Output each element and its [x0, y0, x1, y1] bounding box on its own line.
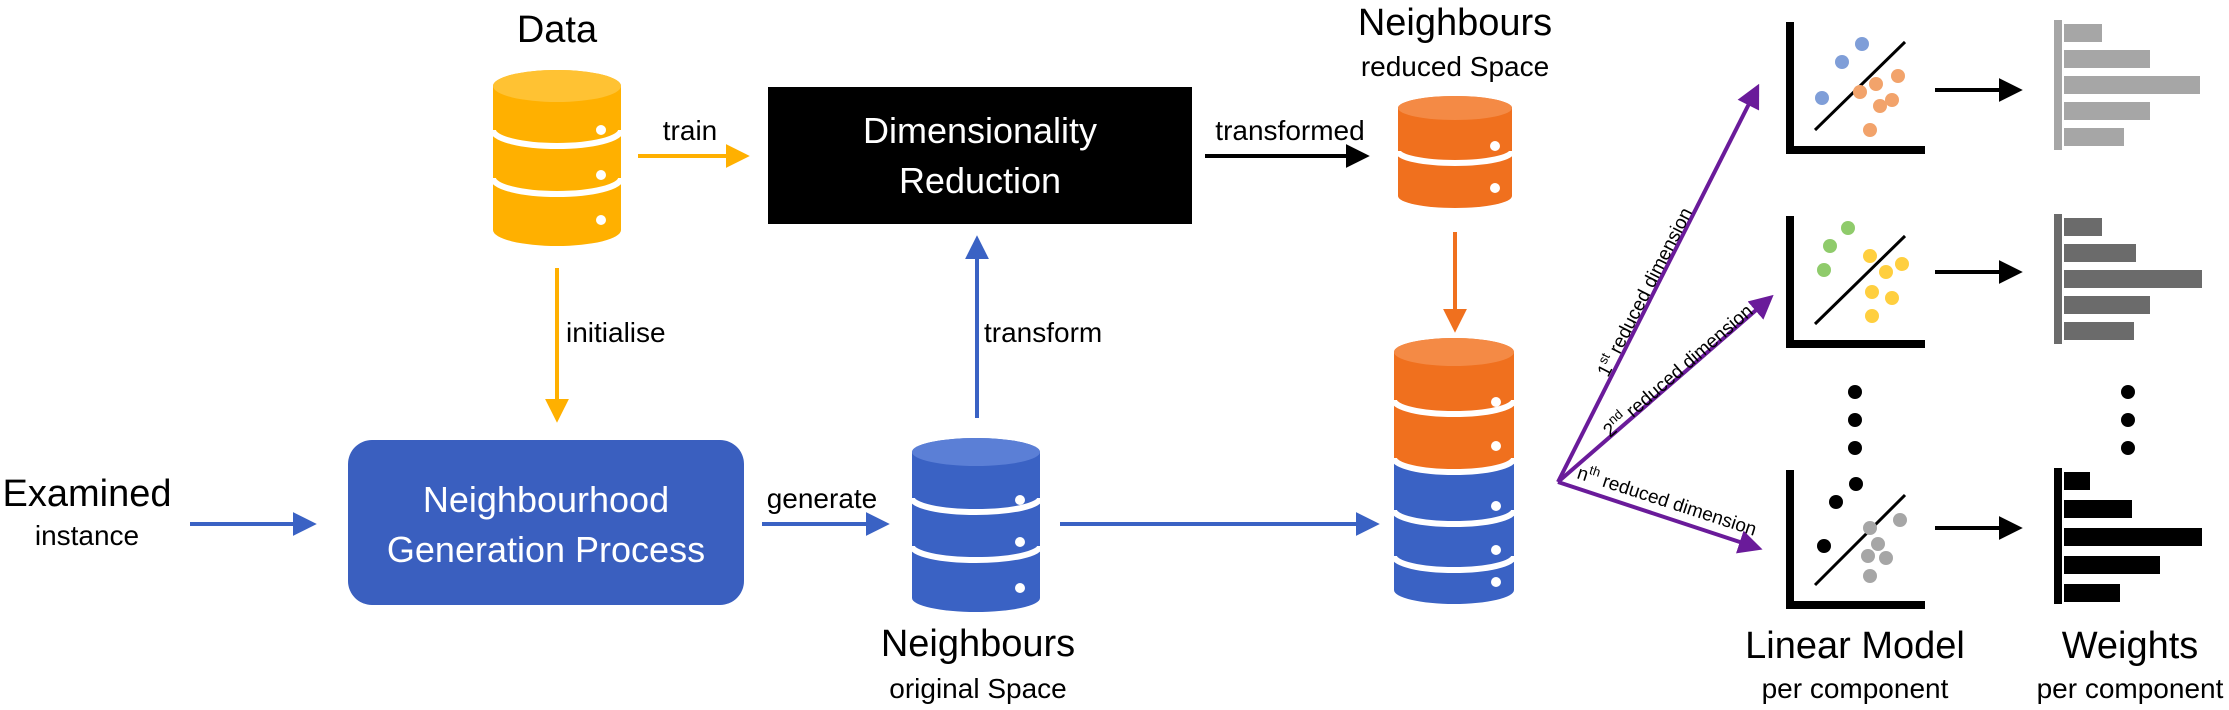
database-icon	[909, 438, 1043, 612]
neighbours-reduced-title: Neighbours	[1358, 2, 1552, 44]
dim1-label: 1st reduced dimension	[1590, 203, 1697, 381]
linear-model-sub: per component	[1762, 673, 1949, 704]
vertical-ellipsis-icon	[1848, 385, 1862, 455]
vertical-ellipsis-icon	[2121, 385, 2135, 455]
neighbours-original-sub: original Space	[889, 673, 1066, 704]
generate-label: generate	[767, 483, 878, 514]
database-icon	[1395, 96, 1515, 208]
transformed-label: transformed	[1215, 115, 1364, 146]
bar-chart-icon	[2054, 20, 2200, 150]
dimn-label: nth reduced dimension	[1574, 459, 1760, 541]
weights-sub: per component	[2037, 673, 2224, 704]
transform-label: transform	[984, 317, 1102, 348]
bar-chart-icon	[2054, 214, 2202, 344]
neighbourhood-generation-line1: Neighbourhood	[423, 479, 669, 520]
dimensionality-reduction-line2: Reduction	[899, 160, 1061, 201]
scatter-plot-icon	[1786, 470, 1925, 609]
dimn-arrow	[1557, 480, 1763, 554]
train-label: train	[663, 115, 717, 146]
neighbourhood-generation-box: Neighbourhood Generation Process	[348, 440, 744, 605]
database-icon	[1391, 338, 1517, 604]
weights-title: Weights	[2062, 625, 2199, 667]
neighbourhood-generation-line2: Generation Process	[387, 529, 705, 570]
dim1-arrow	[1556, 83, 1760, 483]
database-icon	[490, 70, 624, 246]
neighbours-original-title: Neighbours	[881, 623, 1075, 665]
examined-title: Examined	[3, 473, 172, 515]
examined-sub: instance	[35, 520, 139, 551]
linear-model-title: Linear Model	[1745, 625, 1965, 667]
bar-chart-icon	[2054, 468, 2202, 604]
scatter-plot-icon	[1786, 22, 1925, 154]
dim2-arrow	[1556, 294, 1774, 484]
dimensionality-reduction-box: Dimensionality Reduction	[768, 87, 1192, 224]
neighbours-reduced-sub: reduced Space	[1361, 51, 1549, 82]
initialise-label: initialise	[566, 317, 666, 348]
dimensionality-reduction-line1: Dimensionality	[863, 110, 1097, 151]
scatter-plot-icon	[1786, 216, 1925, 348]
data-title: Data	[517, 9, 598, 51]
